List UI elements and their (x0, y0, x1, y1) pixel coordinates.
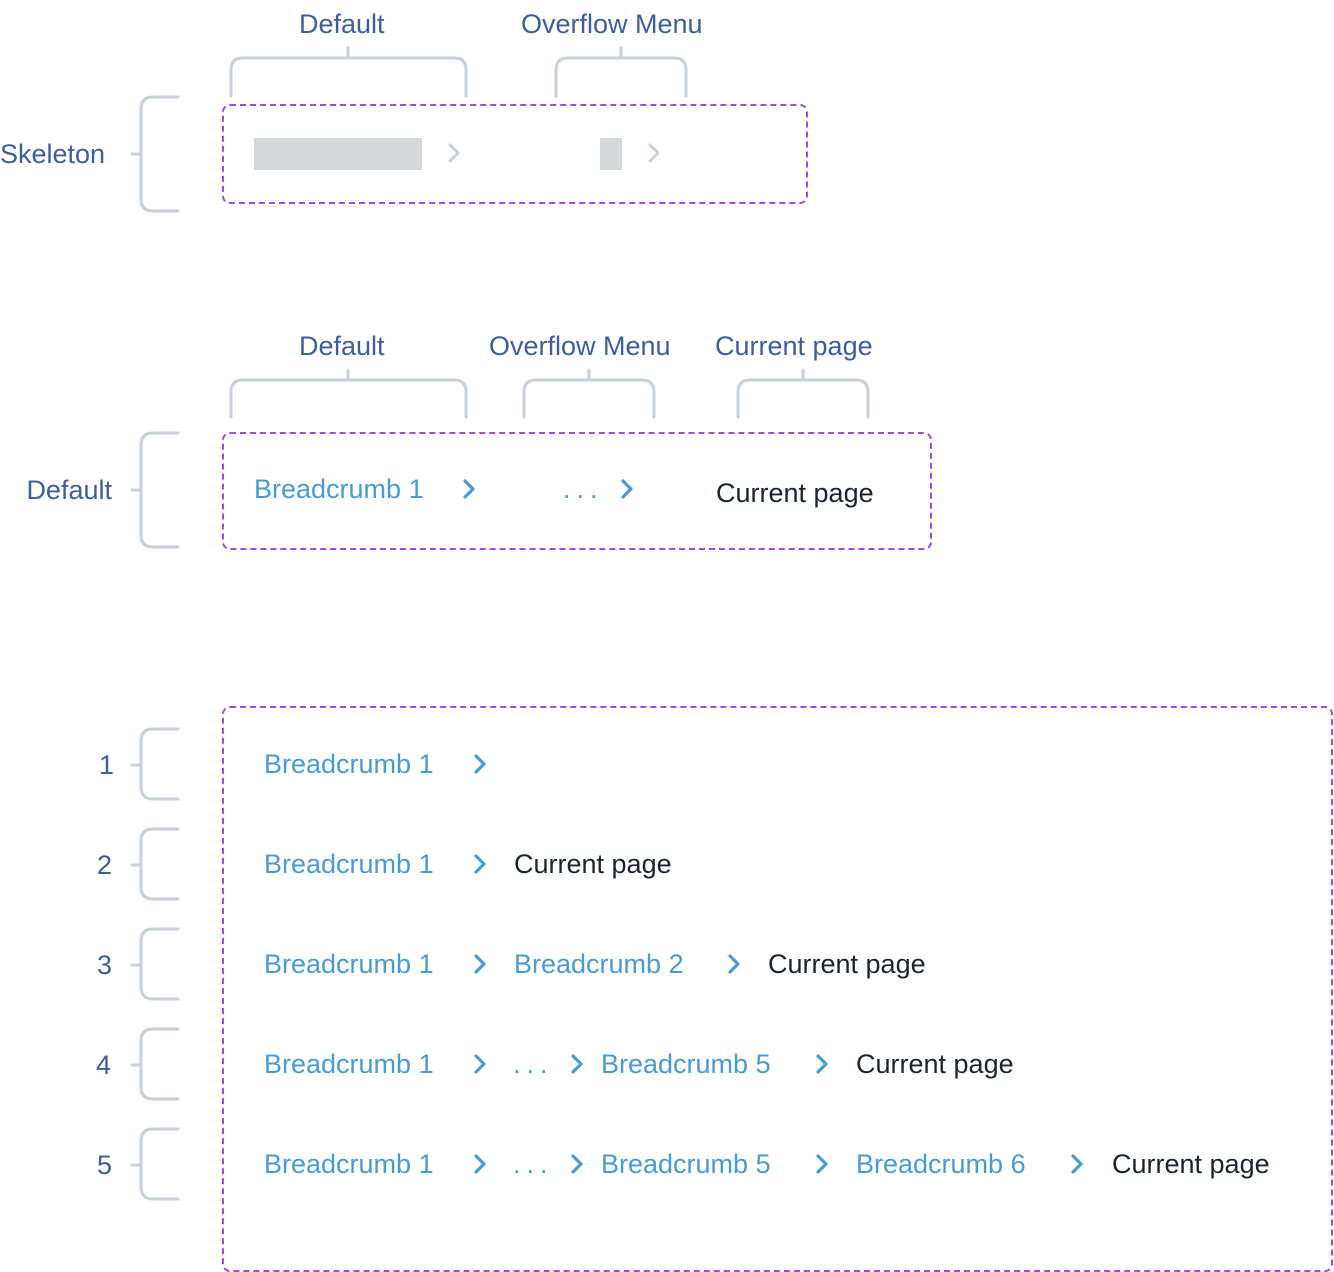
annotation-overflow-label: Overflow Menu (521, 9, 703, 39)
overflow-menu-button[interactable]: ... (513, 1149, 554, 1179)
row-label-level-3: 3 (97, 950, 113, 980)
chevron-right-icon (1071, 1154, 1083, 1174)
annotation-bracket-skeleton-overflow (554, 46, 688, 98)
chevron-right-icon (474, 854, 486, 874)
row-label-level-2: 2 (97, 850, 113, 880)
chevron-right-icon (621, 479, 633, 499)
breadcrumb-link[interactable]: Breadcrumb 5 (601, 1149, 771, 1179)
annotation-bracket-default-current (736, 368, 870, 419)
row-label-level-1: 1 (99, 750, 115, 780)
breadcrumb-link-1[interactable]: Breadcrumb 1 (254, 474, 424, 504)
chevron-right-icon (571, 1154, 583, 1174)
annotation-bracket-default-overflow (522, 368, 656, 419)
annotation-current-label: Current page (715, 331, 873, 361)
skeleton-chevron-right-icon (648, 143, 660, 163)
annotation-default-label: Default (299, 9, 385, 39)
chevron-right-icon (474, 1154, 486, 1174)
row-label-level-4: 4 (96, 1050, 112, 1080)
annotation-bracket-skeleton-default (229, 46, 468, 98)
default-breadcrumb-frame (222, 432, 932, 550)
annotation-overflow-label: Overflow Menu (489, 331, 671, 361)
row-bracket-default (130, 431, 180, 549)
levels-breadcrumb-frame (222, 706, 1333, 1272)
breadcrumb-link[interactable]: Breadcrumb 6 (856, 1149, 1026, 1179)
breadcrumb-current-page: Current page (716, 478, 874, 508)
annotation-default-label: Default (299, 331, 385, 361)
row-bracket-level-2 (130, 827, 180, 901)
chevron-right-icon (816, 1054, 828, 1074)
chevron-right-icon (474, 1054, 486, 1074)
breadcrumb-current-page: Current page (1112, 1149, 1270, 1179)
row-label-skeleton: Skeleton (0, 139, 106, 169)
chevron-right-icon (728, 954, 740, 974)
overflow-menu-button[interactable]: ... (513, 1049, 554, 1079)
chevron-right-icon (474, 954, 486, 974)
breadcrumb-link[interactable]: Breadcrumb 5 (601, 1049, 771, 1079)
breadcrumb-link[interactable]: Breadcrumb 1 (264, 749, 434, 779)
row-bracket-skeleton (130, 95, 180, 213)
annotation-bracket-default-default (229, 368, 468, 419)
chevron-right-icon (474, 754, 486, 774)
row-bracket-level-3 (130, 927, 180, 1001)
skeleton-breadcrumb-frame (222, 104, 808, 204)
breadcrumb-link[interactable]: Breadcrumb 1 (264, 949, 434, 979)
skeleton-breadcrumb-placeholder (254, 138, 422, 170)
row-label-level-5: 5 (97, 1150, 113, 1180)
chevron-right-icon (816, 1154, 828, 1174)
overflow-menu-button[interactable]: ... (563, 474, 604, 504)
breadcrumb-current-page: Current page (768, 949, 926, 979)
breadcrumb-link[interactable]: Breadcrumb 1 (264, 1049, 434, 1079)
row-bracket-level-4 (130, 1027, 180, 1101)
chevron-right-icon (571, 1054, 583, 1074)
breadcrumb-current-page: Current page (856, 1049, 1014, 1079)
breadcrumb-link[interactable]: Breadcrumb 1 (264, 849, 434, 879)
breadcrumb-current-page: Current page (514, 849, 672, 879)
row-label-default: Default (26, 475, 112, 505)
row-bracket-level-1 (130, 727, 180, 801)
breadcrumb-link[interactable]: Breadcrumb 1 (264, 1149, 434, 1179)
chevron-right-icon (463, 479, 475, 499)
breadcrumb-link[interactable]: Breadcrumb 2 (514, 949, 684, 979)
row-bracket-level-5 (130, 1127, 180, 1201)
skeleton-chevron-right-icon (448, 143, 460, 163)
skeleton-overflow-placeholder (600, 138, 622, 170)
